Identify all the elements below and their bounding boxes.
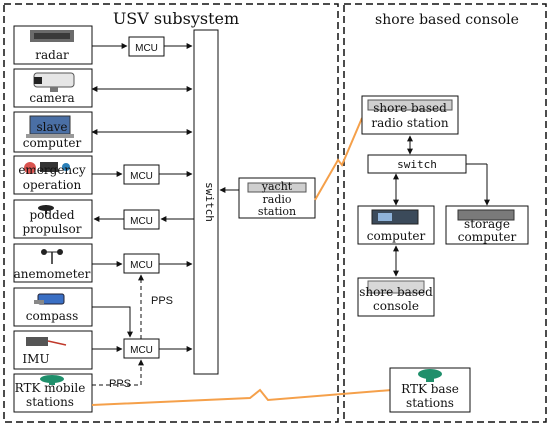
svg-text:station: station	[258, 205, 296, 218]
svg-text:console: console	[373, 299, 419, 313]
svg-text:computer: computer	[458, 230, 517, 244]
slave-computer-label-1: slave	[36, 120, 67, 134]
svg-text:RTK base: RTK base	[401, 382, 459, 396]
usv-switch	[193, 29, 219, 375]
compass-icon	[34, 293, 65, 305]
podded-label-1: podded	[29, 208, 74, 222]
svg-text:shore based: shore based	[373, 101, 447, 115]
camera-device: camera	[13, 68, 93, 108]
svg-text:shore based: shore based	[359, 285, 433, 299]
yacht-radio-station: yacht radio station	[238, 177, 316, 219]
mcu-propulsor: MCU	[123, 209, 160, 230]
usv-subsystem-title: USV subsystem	[113, 9, 239, 28]
shore-console-title: shore based console	[375, 12, 519, 28]
wireless-link-radio	[314, 117, 363, 201]
console-icon	[367, 280, 425, 294]
mcu-anemometer: MCU	[123, 253, 160, 274]
radar-label: radar	[35, 48, 69, 62]
shore-console-region	[343, 3, 547, 423]
usv-subsystem-region	[3, 3, 339, 423]
laptop-icon	[26, 115, 74, 138]
mcu-radar: MCU	[128, 36, 165, 57]
svg-text:MCU: MCU	[130, 216, 153, 227]
podded-label-2: propulsor	[22, 222, 81, 236]
imu-device: IMU	[13, 330, 93, 370]
emergency-operation-device: emergency operation	[13, 155, 93, 195]
rtk-antenna-icon	[40, 375, 64, 385]
arrow-compass-mcu	[92, 306, 133, 338]
pps-label-upper: PPS	[151, 295, 173, 307]
imu-icon	[26, 337, 67, 346]
pps-rtk-mcu	[92, 359, 144, 386]
emergency-label-1: emergency	[18, 163, 86, 177]
usv-switch-label: switch	[203, 182, 216, 222]
camera-label: camera	[29, 91, 74, 105]
svg-text:storage: storage	[464, 217, 510, 231]
pps-label-lower: PPS	[109, 378, 131, 390]
svg-text:MCU: MCU	[130, 171, 153, 182]
radio-icon	[247, 182, 307, 193]
anemometer-label: anemometer	[14, 267, 91, 281]
rtk-mobile-label-2: stations	[26, 395, 74, 409]
svg-text:yacht: yacht	[261, 180, 293, 193]
shore-computer: computer	[357, 205, 435, 245]
shore-switch: switch	[367, 154, 467, 174]
rtk-antenna-icon	[418, 369, 442, 382]
emergency-icon	[24, 162, 70, 174]
wireless-link-rtk	[91, 388, 393, 406]
slave-computer-label-2: computer	[23, 136, 82, 150]
svg-text:MCU: MCU	[130, 345, 153, 356]
svg-text:switch: switch	[397, 158, 437, 171]
camera-icon	[33, 72, 75, 92]
svg-text:computer: computer	[367, 229, 426, 243]
emergency-label-2: operation	[23, 178, 82, 192]
slave-computer-device: slave computer	[13, 111, 93, 153]
svg-text:radio station: radio station	[371, 116, 448, 130]
radio-icon	[367, 99, 453, 111]
podded-propulsor-device: podded propulsor	[13, 199, 93, 239]
svg-text:radio: radio	[263, 193, 292, 206]
shore-console: shore based console	[357, 277, 435, 317]
svg-text:MCU: MCU	[130, 260, 153, 271]
compass-label: compass	[26, 309, 78, 323]
rtk-base-station: RTK base stations	[389, 367, 471, 413]
rtk-mobile-label-1: RTK mobile	[15, 381, 86, 395]
imu-label: IMU	[22, 352, 49, 366]
anemometer-icon	[41, 249, 63, 264]
compass-device: compass	[13, 287, 93, 327]
svg-text:MCU: MCU	[135, 43, 158, 54]
shore-radio-station: shore based radio station	[361, 95, 459, 135]
storage-computer: storage computer	[445, 205, 529, 245]
svg-text:stations: stations	[406, 396, 454, 410]
server-icon	[457, 209, 515, 221]
rtk-mobile-device: RTK mobile stations	[13, 373, 93, 413]
propeller-icon	[38, 205, 54, 214]
mcu-imu: MCU	[123, 338, 160, 359]
mcu-emergency: MCU	[123, 164, 160, 185]
monitor-icon	[371, 209, 419, 225]
radar-device: radar	[13, 25, 93, 65]
anemometer-device: anemometer	[13, 243, 93, 283]
